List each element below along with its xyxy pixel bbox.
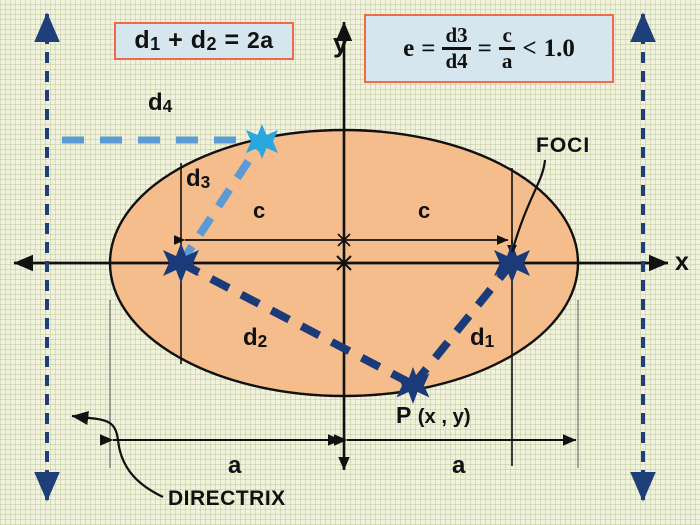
formula-d1-subscript: 1 (150, 34, 161, 55)
point-p-label: P (x , y) (396, 402, 471, 429)
d2-subscript: 2 (257, 331, 268, 352)
point-p-star (389, 367, 437, 404)
eccentricity-symbol-e: e (403, 34, 415, 62)
fraction-denominator-a: a (501, 49, 513, 73)
d3-subscript: 3 (200, 172, 211, 193)
formula-box-sum-of-distances: d1 + d2 = 2a (114, 22, 294, 60)
eccentricity-expression: e = d3 d4 = c a < 1.0 (403, 22, 575, 73)
foci-label: FOCI (536, 134, 591, 157)
d4-letter: d (148, 89, 163, 116)
c-dimension-center-tick (337, 233, 351, 247)
eccentricity-fraction-c-a: c a (498, 22, 516, 73)
fraction-numerator-c: c (502, 22, 512, 47)
fraction-denominator-d4: d4 (445, 49, 468, 73)
formula-plus-sign: + (168, 26, 184, 55)
point-p-letter: P (396, 402, 412, 428)
fraction-bar-1 (442, 47, 471, 50)
formula-box-eccentricity: e = d3 d4 = c a < 1.0 (364, 14, 614, 83)
eccentricity-equals-1: = (421, 34, 436, 62)
d2-letter: d (243, 324, 258, 351)
formula-sum-text: d1 + d2 = 2a (134, 26, 274, 55)
directrix-label: DIRECTRIX (168, 487, 286, 510)
c-label-right: c (418, 198, 431, 223)
fraction-numerator-d3: d3 (445, 22, 468, 47)
y-axis-label: y (333, 28, 349, 58)
formula-d2: d (190, 26, 207, 55)
d1-subscript: 1 (484, 331, 495, 352)
formula-result-2a: 2a (247, 27, 274, 54)
point-q-star (239, 124, 285, 159)
focus-star-left (155, 243, 207, 283)
fraction-bar-2 (498, 47, 516, 50)
point-p-coordinates: (x , y) (417, 406, 471, 428)
eccentricity-less-than: < (522, 34, 537, 62)
focus-star-right (486, 243, 538, 283)
formula-d2-subscript: 2 (206, 34, 217, 55)
d2-ray (179, 259, 414, 388)
x-axis-label: x (675, 248, 689, 276)
directrix-leader-line (71, 410, 164, 498)
eccentricity-equals-2: = (477, 34, 492, 62)
eccentricity-fraction-d3-d4: d3 d4 (442, 22, 471, 73)
d2-label: d2 (243, 324, 267, 352)
d1-letter: d (470, 324, 485, 351)
c-label-left: c (253, 198, 266, 223)
eccentricity-limit-value: 1.0 (543, 34, 575, 62)
d1-ray (410, 260, 516, 387)
d4-label: d4 (148, 89, 172, 117)
d3-label: d3 (186, 165, 210, 193)
d3-ray (177, 139, 265, 266)
d4-subscript: 4 (162, 96, 173, 117)
origin-marker (336, 255, 352, 271)
d1-label: d1 (470, 324, 494, 352)
d3-letter: d (186, 165, 201, 192)
foci-leader-line (510, 159, 547, 253)
a-label-left: a (228, 452, 242, 479)
a-label-right: a (452, 452, 466, 479)
formula-equals-sign: = (224, 26, 240, 55)
